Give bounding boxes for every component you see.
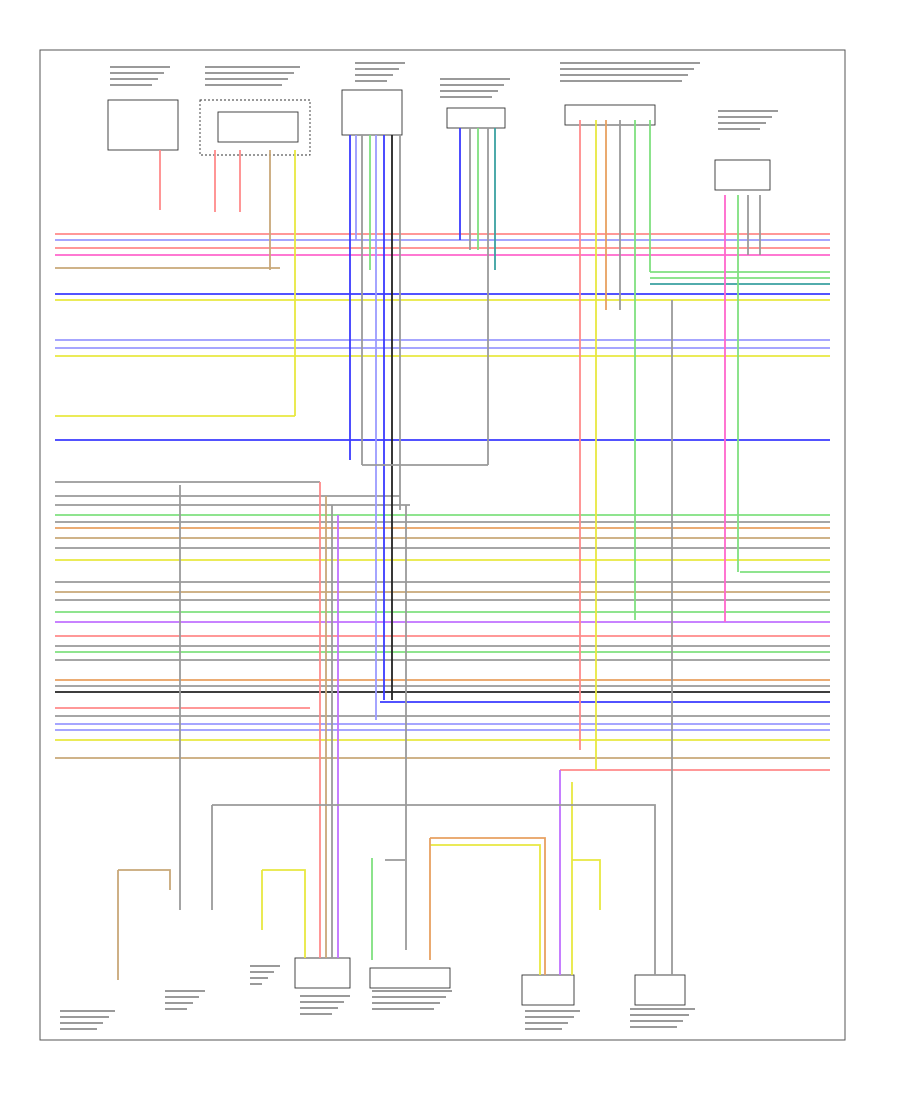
label-mark: [630, 1020, 683, 1022]
component-box: [341, 89, 403, 136]
label-mark: [525, 1016, 574, 1018]
component-box: [521, 974, 575, 1006]
label-mark: [440, 90, 498, 92]
label-mark: [205, 66, 300, 68]
component-box: [714, 159, 771, 191]
label-mark: [355, 68, 399, 70]
label-mark: [372, 990, 452, 992]
label-mark: [110, 84, 152, 86]
component-box: [369, 967, 451, 989]
label-mark: [630, 1014, 689, 1016]
label-mark: [60, 1016, 109, 1018]
label-mark: [440, 96, 492, 98]
component-box: [294, 957, 351, 989]
label-mark: [250, 977, 268, 979]
component-box: [107, 99, 179, 151]
component-box: [446, 107, 506, 129]
label-mark: [372, 1008, 434, 1010]
label-mark: [718, 116, 772, 118]
label-mark: [718, 110, 778, 112]
label-mark: [525, 1028, 562, 1030]
label-mark: [560, 68, 694, 70]
label-mark: [440, 78, 510, 80]
label-mark: [165, 990, 205, 992]
label-mark: [355, 80, 387, 82]
label-mark: [250, 983, 262, 985]
label-mark: [372, 1002, 440, 1004]
component-box: [217, 111, 299, 143]
label-mark: [355, 62, 405, 64]
top-components: [107, 89, 771, 191]
label-mark: [110, 78, 158, 80]
label-mark: [630, 1026, 677, 1028]
label-mark: [205, 84, 282, 86]
label-mark: [165, 1002, 193, 1004]
wire: [572, 859, 601, 910]
label-mark: [355, 74, 393, 76]
label-mark: [60, 1022, 103, 1024]
label-mark: [560, 62, 700, 64]
wire: [212, 804, 656, 975]
label-mark: [525, 1022, 568, 1024]
wire: [430, 837, 546, 975]
wire: [262, 869, 306, 958]
label-mark: [300, 1001, 344, 1003]
label-mark: [372, 996, 446, 998]
label-mark: [165, 1008, 187, 1010]
label-mark: [205, 72, 294, 74]
label-mark: [165, 996, 199, 998]
wire: [430, 844, 541, 975]
label-mark: [300, 995, 350, 997]
component-labels: [60, 62, 778, 1030]
label-mark: [250, 971, 274, 973]
label-mark: [110, 72, 164, 74]
bottom-components: [294, 957, 686, 1006]
label-mark: [205, 78, 288, 80]
diagram-frame: [39, 49, 846, 1041]
label-mark: [525, 1010, 580, 1012]
label-mark: [560, 80, 682, 82]
label-mark: [560, 74, 688, 76]
label-mark: [440, 84, 504, 86]
wires: [55, 120, 830, 980]
component-box: [634, 974, 686, 1006]
label-mark: [718, 128, 760, 130]
label-mark: [110, 66, 170, 68]
label-mark: [60, 1028, 97, 1030]
component-box: [564, 104, 656, 126]
label-mark: [300, 1007, 338, 1009]
label-mark: [718, 122, 766, 124]
label-mark: [630, 1008, 695, 1010]
label-mark: [60, 1010, 115, 1012]
wire: [118, 869, 171, 890]
label-mark: [250, 965, 280, 967]
label-mark: [300, 1013, 332, 1015]
